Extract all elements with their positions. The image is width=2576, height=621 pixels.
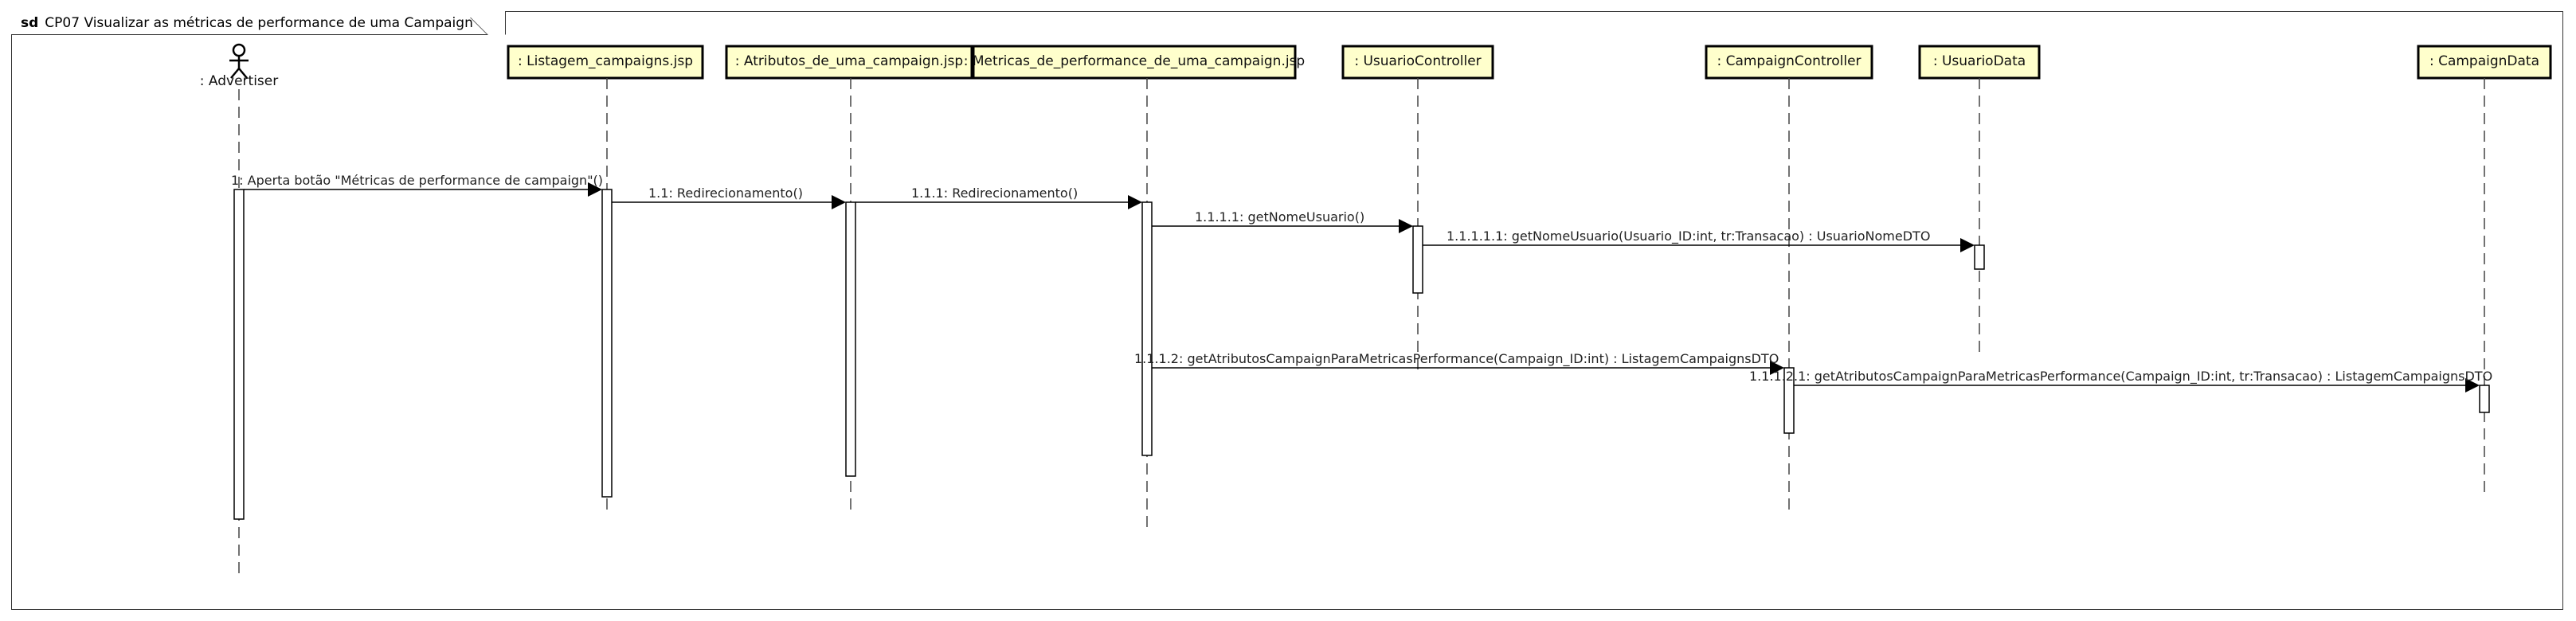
lifeline-campaign-controller: : CampaignController (1705, 45, 1873, 514)
message-label: 1.1.1.2.1: getAtributosCampaignParaMetri… (1749, 369, 2492, 385)
message-label: 1.1.1.2: getAtributosCampaignParaMetrica… (1134, 351, 1779, 367)
message-arrowhead (588, 182, 602, 197)
lifeline-label: : CampaignData (2429, 53, 2539, 69)
activation-usuario-controller (1412, 225, 1423, 294)
message-arrowhead (1399, 219, 1413, 233)
lifeline-label: : Metricas_de_performance_de_uma_campaig… (964, 53, 1305, 69)
actor-head (232, 43, 246, 57)
lifeline-campaign-data: : CampaignData (2417, 45, 2552, 494)
frame-title: CP07 Visualizar as métricas de performan… (45, 14, 473, 31)
message-1-1-1-2-1: 1.1.1.2.1: getAtributosCampaignParaMetri… (1749, 369, 2492, 393)
message-arrowhead (1770, 361, 1784, 375)
message-label: 1.1.1.1: getNomeUsuario() (1195, 209, 1364, 225)
lifeline-usuario-data: : UsuarioData (1918, 45, 2041, 355)
message-label: 1.1: Redirecionamento() (648, 186, 803, 201)
lifeline-box (507, 45, 704, 80)
frame-keyword: sd (21, 14, 39, 31)
message-1-1-1: 1.1.1: Redirecionamento() (855, 186, 1142, 209)
lifeline-label: : UsuarioData (1933, 53, 2026, 69)
lifeline-box (972, 45, 1297, 80)
lifeline-label: : CampaignController (1717, 53, 1861, 69)
lifeline-metricas-performance: : Metricas_de_performance_de_uma_campaig… (964, 45, 1305, 532)
lifeline-label: : Listagem_campaigns.jsp (518, 53, 693, 69)
lifeline-box (1705, 45, 1873, 80)
activation-listagem (601, 189, 613, 498)
actor-advertiser: : Advertiser (200, 43, 278, 89)
message-arrowhead (832, 195, 846, 209)
activation-advertiser (233, 189, 245, 520)
message-1-1-1-1: 1.1.1.1: getNomeUsuario() (1152, 209, 1413, 233)
message-1-1: 1.1: Redirecionamento() (612, 186, 846, 209)
message-1-1-1-1-1: 1.1.1.1.1: getNomeUsuario(Usuario_ID:int… (1423, 228, 1975, 252)
actor-label: : Advertiser (200, 73, 278, 89)
message-arrowhead (1960, 238, 1975, 252)
frame-label: sd CP07 Visualizar as métricas de perfor… (11, 11, 506, 35)
lifeline-label: : UsuarioController (1354, 53, 1481, 69)
lifeline-label: : Atributos_de_uma_campaign.jsp (735, 53, 963, 69)
message-label: 1.1.1: Redirecionamento() (911, 186, 1078, 201)
message-1: 1: Aperta botão "Métricas de performance… (231, 173, 603, 197)
message-label: 1.1.1.1.1: getNomeUsuario(Usuario_ID:int… (1447, 228, 1930, 244)
lifeline-usuario-controller: : UsuarioController (1341, 45, 1494, 374)
actor-right-leg (238, 68, 248, 79)
activation-atributos (845, 201, 856, 477)
activation-usuario-data (1974, 244, 1985, 270)
actor-left-leg (230, 68, 240, 79)
message-1-1-1-2: 1.1.1.2: getAtributosCampaignParaMetrica… (1134, 351, 1784, 375)
message-label: 1: Aperta botão "Métricas de performance… (231, 173, 603, 188)
lifeline-atributos-campaign: : Atributos_de_uma_campaign.jsp (725, 45, 973, 511)
activation-campaign-data (2479, 385, 2490, 413)
lifeline-box (1341, 45, 1494, 80)
message-arrowhead (2465, 378, 2480, 393)
message-arrowhead (1128, 195, 1142, 209)
diagram-frame (11, 11, 2563, 610)
activation-campaign-controller (1783, 367, 1795, 434)
activation-metricas (1141, 201, 1153, 456)
lifeline-box (725, 45, 973, 80)
lifeline-box (2417, 45, 2552, 80)
